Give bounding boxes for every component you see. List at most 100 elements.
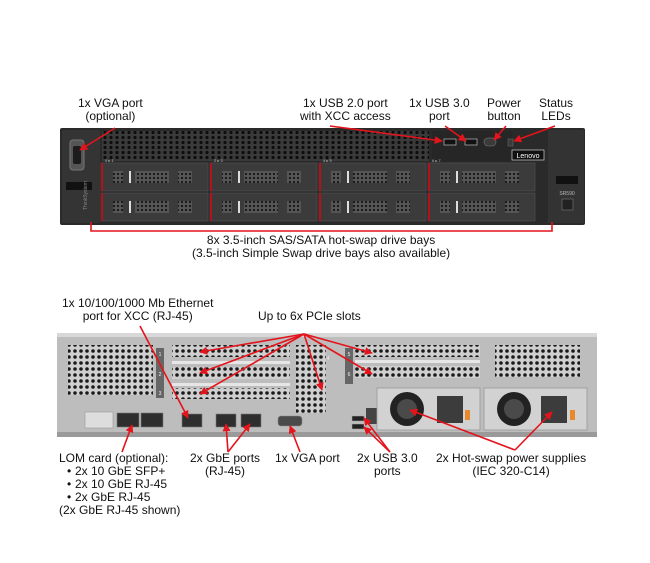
bay-vent (353, 171, 387, 183)
bay-vent (440, 171, 450, 183)
front-usb2-port (443, 138, 457, 146)
callout-psu-1 (409, 408, 516, 451)
model-badge: SR590 (559, 191, 575, 197)
label-xcc-ethernet: 1x 10/100/1000 Mb Ethernet port for XCC … (62, 296, 214, 323)
bay-handle (238, 171, 240, 183)
psu-2-release-tab (570, 410, 575, 420)
lenovo-logo-text: Lenovo (517, 153, 540, 160)
label-rear-vga: 1x VGA port (275, 451, 340, 465)
callout-pcie-6 (303, 333, 373, 375)
bay-vent (244, 171, 278, 183)
label-status-leds: Status LEDs (539, 96, 574, 123)
callout-vga (79, 127, 116, 151)
bay-vent (135, 171, 169, 183)
bay-vent (222, 171, 232, 183)
bay-release-latch (101, 193, 103, 221)
drive-bay (100, 192, 209, 222)
bay-vent (462, 201, 496, 213)
pcie-slot-number: 5 (348, 352, 351, 358)
pcie-slot-number: 1 (159, 352, 162, 358)
riser2-label-strip (345, 348, 353, 384)
callout-bays-bracket (90, 222, 553, 232)
right-pull-tab (556, 176, 578, 184)
bay-handle (456, 201, 458, 213)
bay-vent (222, 201, 232, 213)
bay-handle (129, 171, 131, 183)
drive-bay (209, 192, 318, 222)
bay-handle (347, 171, 349, 183)
label-lom-card: LOM card (optional): 2x 10 GbE SFP+ 2x 1… (59, 452, 180, 517)
bay-release-latch (428, 163, 430, 191)
bay-vent (113, 171, 123, 183)
drive-bay (427, 162, 536, 192)
qr-code-icon (561, 198, 574, 211)
rear-usb3-port-2 (351, 423, 365, 430)
lenovo-logo (511, 149, 545, 161)
drive-bay (318, 162, 427, 192)
callout-pcie-4 (303, 333, 324, 391)
psu-2 (483, 387, 588, 431)
bay-handle (456, 171, 458, 183)
pcie-slot-number: 3 (159, 391, 162, 397)
pcie-slot-3 (172, 388, 290, 399)
callout-power (493, 125, 507, 141)
bay-vent (178, 201, 192, 213)
pcie-slot-6 (355, 366, 480, 378)
bay-column-label: 4 ▸ 5 (323, 158, 332, 163)
psu-1-power-inlet (437, 396, 463, 423)
bay-vent (113, 201, 123, 213)
rear-vent-right (495, 345, 580, 377)
callout-usb3 (444, 125, 467, 142)
callout-xcc-ethernet (139, 325, 189, 419)
riser1-label-strip (156, 348, 164, 398)
lom-option: 2x 10 GbE RJ-45 (67, 478, 180, 492)
drive-bay (209, 162, 318, 192)
bay-vent (505, 201, 519, 213)
lom-option: 2x GbE RJ-45 (67, 491, 180, 505)
label-front-usb3: 1x USB 3.0 port (409, 96, 470, 123)
lom-bracket (84, 411, 114, 429)
callout-pcie-2 (199, 333, 305, 375)
bay-vent (396, 171, 410, 183)
bay-release-latch (319, 163, 321, 191)
bay-vent (178, 171, 192, 183)
bay-column-label: 6 ▸ 7 (432, 158, 441, 163)
label-rear-usb3: 2x USB 3.0 ports (357, 451, 418, 478)
pcie-slot-number: 6 (348, 372, 351, 378)
callout-usb3-2 (363, 426, 391, 453)
callout-pcie-5 (303, 333, 373, 355)
lom-option: 2x 10 GbE SFP+ (67, 465, 180, 479)
pull-tab (66, 182, 92, 190)
bay-vent (353, 201, 387, 213)
bay-release-latch (428, 193, 430, 221)
pcie-slot-5 (355, 345, 480, 357)
power-button (483, 137, 497, 147)
callout-lom (121, 424, 134, 453)
lom-options-list: 2x 10 GbE SFP+ 2x 10 GbE RJ-45 2x GbE RJ… (67, 465, 180, 505)
front-vent-grille (102, 131, 429, 161)
drive-bay (427, 192, 536, 222)
front-io-panel (432, 131, 512, 161)
bay-vent (135, 201, 169, 213)
bay-vent (244, 201, 278, 213)
drive-bay (100, 162, 209, 192)
bay-column-label: 0 ▸ 1 (105, 158, 114, 163)
label-drive-bays: 8x 3.5-inch SAS/SATA hot-swap drive bays… (192, 233, 451, 260)
bay-vent (440, 201, 450, 213)
label-gbe-ports: 2x GbE ports (RJ-45) (190, 451, 261, 478)
bay-vent (287, 201, 301, 213)
label-pcie-slots: Up to 6x PCIe slots (258, 309, 361, 323)
bay-handle (238, 201, 240, 213)
pcie-slot-number: 2 (159, 372, 162, 378)
callout-gbe-2 (227, 423, 251, 453)
status-led-icon (507, 138, 514, 147)
callout-gbe-1 (222, 423, 231, 453)
bay-handle (347, 201, 349, 213)
label-front-vga: 1x VGA port (optional) (78, 96, 143, 123)
lom-port-1 (116, 412, 140, 428)
label-power-supplies: 2x Hot-swap power supplies (IEC 320-C14) (436, 451, 587, 478)
bay-vent (505, 171, 519, 183)
